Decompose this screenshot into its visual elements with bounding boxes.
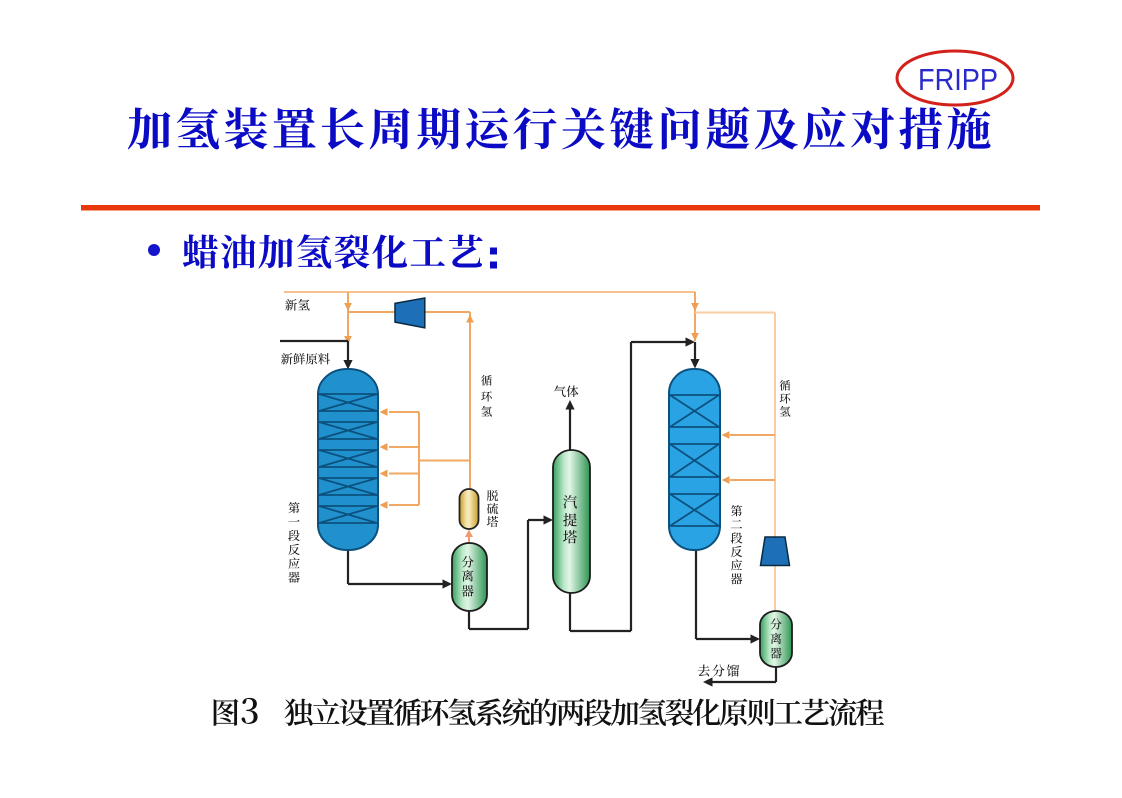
svg-text:FRIPP: FRIPP bbox=[918, 62, 998, 97]
